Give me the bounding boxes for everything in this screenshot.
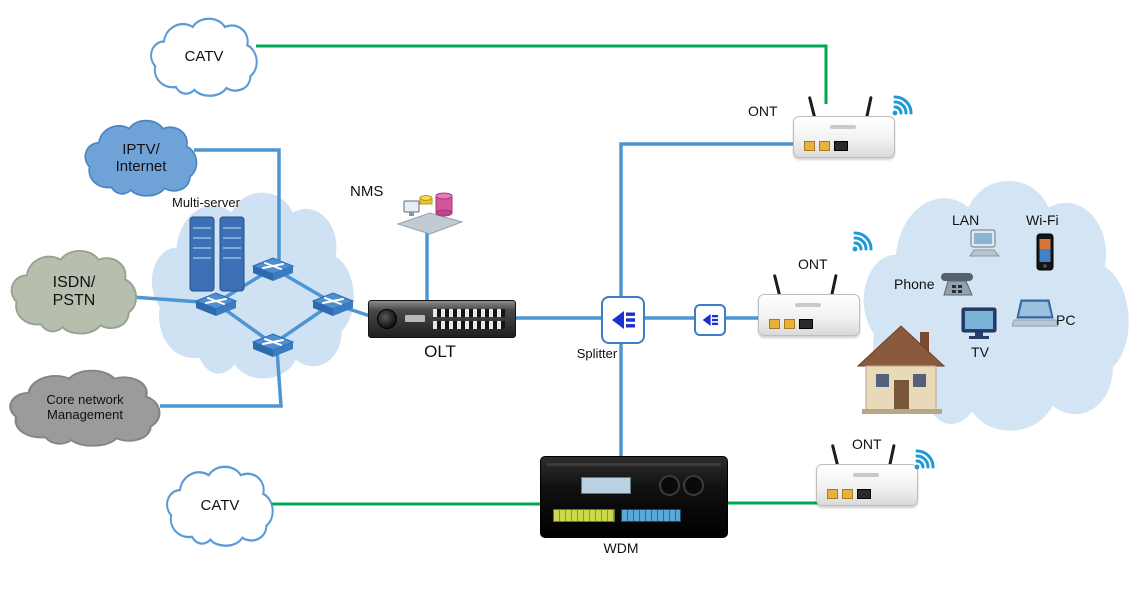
desk-phone-icon [941,273,973,296]
wdm-display [581,477,631,494]
ont-port [799,319,813,329]
wdm-port-strip [553,509,615,522]
splitter-symbol [612,311,635,329]
wifi-label: Wi-Fi [1026,212,1059,228]
wdm-connector [683,475,704,496]
laptop-icon [1012,299,1058,327]
ont-port [827,489,838,499]
wifi-signal-icon [914,449,935,470]
ont-port [842,489,853,499]
catv-top-label: CATV [184,48,224,66]
cloud-catv-top: CATV [148,16,260,98]
ont-logo [795,303,821,307]
switch-icon [251,333,295,357]
cloud-core-management: Core network Management [6,368,164,448]
cloud-iptv-internet: IPTV/ Internet [82,118,200,198]
olt-fan-icon [377,309,397,329]
tv-label: TV [971,344,989,360]
wdm-label: WDM [603,540,639,556]
link-catv-top-to-ont-top [256,44,828,104]
cloud-shape [84,119,198,197]
wdm-chassis-icon [540,456,728,538]
ont-port [819,141,830,151]
ont-port [834,141,848,151]
wdm-connector [659,475,680,496]
wdm-top-edge [547,463,721,466]
olt-label: OLT [424,342,456,361]
cloud-shape [166,465,274,547]
splitter-icon [601,296,645,344]
ont-port [857,489,871,499]
ont-logo [830,125,856,129]
tv-icon [961,307,997,339]
nms-label: NMS [350,183,384,200]
house-icon [856,325,946,414]
lan-label: LAN [952,212,980,228]
link-splitter-to-ont-top [619,142,794,297]
iptv-label: IPTV/ Internet [115,140,167,175]
olt-ports-row [433,321,505,329]
cloud-catv-bottom: CATV [164,464,276,548]
ont-port [769,319,780,329]
ont-bottom-router-icon [816,443,918,508]
wdm-port-strip [621,509,681,522]
olt-ports-row [433,309,505,317]
ont-logo [853,473,879,477]
ont-body [793,116,895,158]
cloud-isdn-pstn: ISDN/ PSTN [8,248,140,336]
splitter-symbol [702,314,718,326]
switch-icon [311,292,355,316]
ont-port [804,141,815,151]
phone-label: Phone [894,276,935,292]
ont-bottom-label: ONT [852,436,882,452]
cloud-shape [150,17,258,97]
pc-label: PC [1056,312,1076,328]
ont-ports [804,141,848,151]
switch-icon [251,257,295,281]
link-mgmt-to-core [160,349,283,408]
ont-body [758,294,860,336]
ont-body [816,464,918,506]
multi-server-label: Multi-server [172,195,240,210]
ont-mid-router-icon [758,273,860,338]
link-iptv-to-core [194,148,281,260]
lan-computer-icon [969,229,1001,257]
wifi-signal-icon [852,231,873,252]
ont-top-label: ONT [748,103,778,119]
ont-ports [827,489,871,499]
nms-workstation-icon [396,192,464,235]
cloud-shape [9,369,161,447]
splitter-label: Splitter [576,346,618,361]
switch-icon [194,292,238,316]
ont-port [784,319,795,329]
ont-mid-label: ONT [798,256,828,272]
ont-ports [769,319,813,329]
isdn-label: ISDN/ PSTN [52,273,96,309]
core-mgmt-label: Core network Management [46,392,124,422]
olt-faceplate-tag [405,315,425,322]
server-tower-icon [189,216,245,292]
catv-bottom-label: CATV [200,497,240,515]
smartphone-icon [1036,233,1054,271]
olt-chassis-icon [368,300,516,338]
wifi-signal-icon [892,95,913,116]
cloud-shape [10,249,137,335]
ont-top-router-icon [793,95,895,160]
splitter2-icon [694,304,726,336]
